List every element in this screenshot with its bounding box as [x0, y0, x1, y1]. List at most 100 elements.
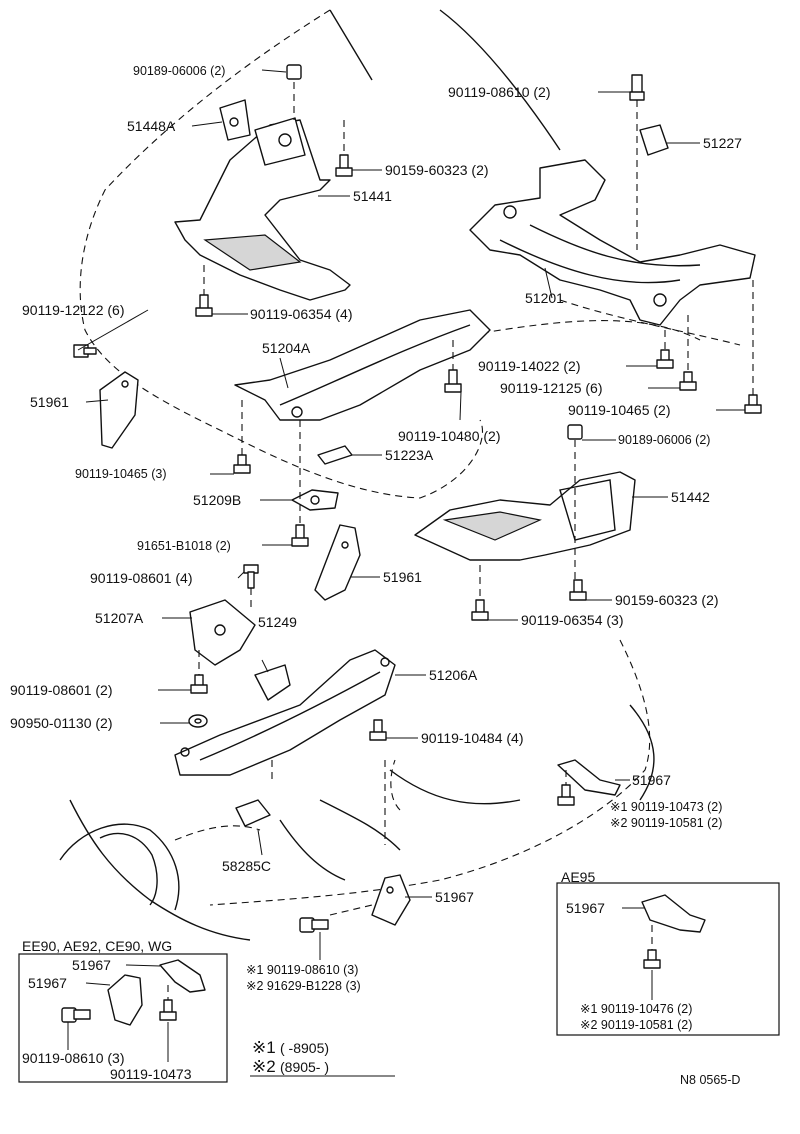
- label-91629-B1228-s2: ※2 91629-B1228 (3): [246, 979, 361, 993]
- label-90119-10581-s2: ※2 90119-10581 (2): [610, 816, 722, 830]
- label-90119-14022: 90119-14022 (2): [478, 358, 580, 374]
- label-51227: 51227: [703, 135, 742, 151]
- bolt-icon: [299, 917, 329, 933]
- part-51223A-pad: [317, 445, 353, 465]
- label-58285C: 58285C: [222, 858, 271, 874]
- label-51207A: 51207A: [95, 610, 144, 626]
- bolt-icon: [159, 999, 177, 1021]
- ee90-part-51967-b: 51967: [28, 975, 67, 991]
- label-51441: 51441: [353, 188, 392, 204]
- leader-lines: [77, 69, 745, 960]
- label-90119-10465-left: 90119-10465 (3): [75, 467, 167, 481]
- serial-legend: ※1 ( -8905) ※2 (8905- ): [252, 1038, 329, 1076]
- ae95-labels: AE95 51967 ※1 90119-10476 (2) ※2 90119-1…: [561, 869, 692, 1032]
- part-51201-crossmember: [469, 159, 756, 326]
- bolt-icon: [557, 784, 575, 806]
- part-51961-middle-brace: [314, 524, 361, 601]
- ae95-s2-bolt: ※2 90119-10581 (2): [580, 1018, 692, 1032]
- bolt-icon: [286, 64, 302, 80]
- part-51967-bottom-bracket: [371, 874, 411, 926]
- bolt-icon: [243, 564, 259, 589]
- part-51961-left-brace: [99, 371, 139, 449]
- label-51206A: 51206A: [429, 667, 478, 683]
- part-51204A-crossmember: [234, 309, 491, 421]
- alignment-lines: [198, 82, 754, 916]
- bolt-icon: [190, 674, 208, 694]
- ae95-inset: [556, 882, 780, 1036]
- label-51967-right: 51967: [632, 772, 671, 788]
- ee90-bolt-90119-08610: 90119-08610 (3): [22, 1050, 124, 1066]
- bolt-icon: [567, 424, 583, 440]
- label-51967-bottom: 51967: [435, 889, 474, 905]
- label-90159-60323-top: 90159-60323 (2): [385, 162, 489, 178]
- part-51442-under-cover: [414, 471, 636, 561]
- label-90159-60323-mid: 90159-60323 (2): [615, 592, 719, 608]
- part-51249-plate: [254, 664, 291, 701]
- label-90119-08610-top: 90119-08610 (2): [448, 84, 550, 100]
- legend-s2-mark: ※2: [252, 1057, 276, 1076]
- label-90119-12125: 90119-12125 (6): [500, 380, 602, 396]
- ee90-labels: EE90, AE92, CE90, WG 51967 51967 90119-0…: [22, 938, 192, 1082]
- bolt-icon: [291, 524, 309, 547]
- bolt-icon: [335, 154, 353, 177]
- ae95-title: AE95: [561, 869, 595, 885]
- vehicle-body-outline: [59, 9, 741, 941]
- part-58285C-pad: [235, 799, 271, 827]
- label-51448A: 51448A: [127, 118, 176, 134]
- label-90119-12122: 90119-12122 (6): [22, 302, 124, 318]
- ee90-bolt-90119-10473: 90119-10473: [110, 1066, 192, 1082]
- label-90119-10465-right: 90119-10465 (2): [568, 402, 670, 418]
- label-90119-10484: 90119-10484 (4): [421, 730, 523, 746]
- legend-s1-range: ( -8905): [280, 1040, 329, 1056]
- label-90119-08610-s1: ※1 90119-08610 (3): [246, 963, 358, 977]
- label-90119-06354-top: 90119-06354 (4): [250, 306, 352, 322]
- part-51227-stopper: [639, 124, 669, 156]
- label-51209B: 51209B: [193, 492, 241, 508]
- label-90189-06006-top: 90189-06006 (2): [133, 64, 225, 78]
- part-51206A-crossmember: [174, 649, 396, 776]
- part-51209B-plate: [291, 489, 339, 511]
- bolt-icon: [233, 454, 251, 474]
- bolt-icon: [569, 579, 587, 601]
- label-51223A: 51223A: [385, 447, 434, 463]
- bolt-icon: [629, 74, 645, 101]
- bolt-icon: [73, 344, 97, 358]
- bolt-icon: [744, 394, 762, 414]
- part-51448A-bracket: [219, 99, 251, 141]
- label-90189-06006-mid: 90189-06006 (2): [618, 433, 710, 447]
- label-51442: 51442: [671, 489, 710, 505]
- part-51967-right-bracket: [557, 759, 621, 796]
- label-51204A: 51204A: [262, 340, 311, 356]
- part-labels: 90189-06006 (2) 51448A 90159-60323 (2) 5…: [10, 64, 742, 993]
- ae95-s1-bolt: ※1 90119-10476 (2): [580, 1002, 692, 1016]
- legend-s2-range: (8905- ): [280, 1059, 329, 1075]
- label-90119-08601-4: 90119-08601 (4): [90, 570, 192, 586]
- washer-icon: [188, 714, 208, 728]
- label-90119-08601-2: 90119-08601 (2): [10, 682, 112, 698]
- ee90-inset: [18, 953, 228, 1083]
- part-51207A-bracket: [189, 599, 256, 666]
- legend-s1-mark: ※1: [252, 1038, 276, 1057]
- label-51961-left: 51961: [30, 394, 69, 410]
- drawing-code: N8 0565-D: [680, 1073, 740, 1087]
- label-51249: 51249: [258, 614, 297, 630]
- label-51961-mid: 51961: [383, 569, 422, 585]
- bolt-icon: [656, 349, 674, 369]
- label-51201: 51201: [525, 290, 564, 306]
- bolt-icon: [369, 719, 387, 741]
- bolt-icon: [471, 599, 489, 621]
- bolt-icon: [195, 294, 213, 317]
- bolt-icon: [679, 371, 697, 391]
- label-90119-10480: 90119-10480 (2): [398, 428, 500, 444]
- ee90-part-51967-a: 51967: [72, 957, 111, 973]
- label-90119-10473-s1: ※1 90119-10473 (2): [610, 800, 722, 814]
- ee90-title: EE90, AE92, CE90, WG: [22, 938, 172, 954]
- label-90119-06354-mid: 90119-06354 (3): [521, 612, 623, 628]
- bolt-icon: [61, 1007, 91, 1023]
- ae95-part-51967: 51967: [566, 900, 605, 916]
- bolt-icon: [643, 949, 661, 969]
- label-90950-01130: 90950-01130 (2): [10, 715, 112, 731]
- part-51441-under-cover: [174, 117, 351, 301]
- bolt-icon: [444, 369, 462, 393]
